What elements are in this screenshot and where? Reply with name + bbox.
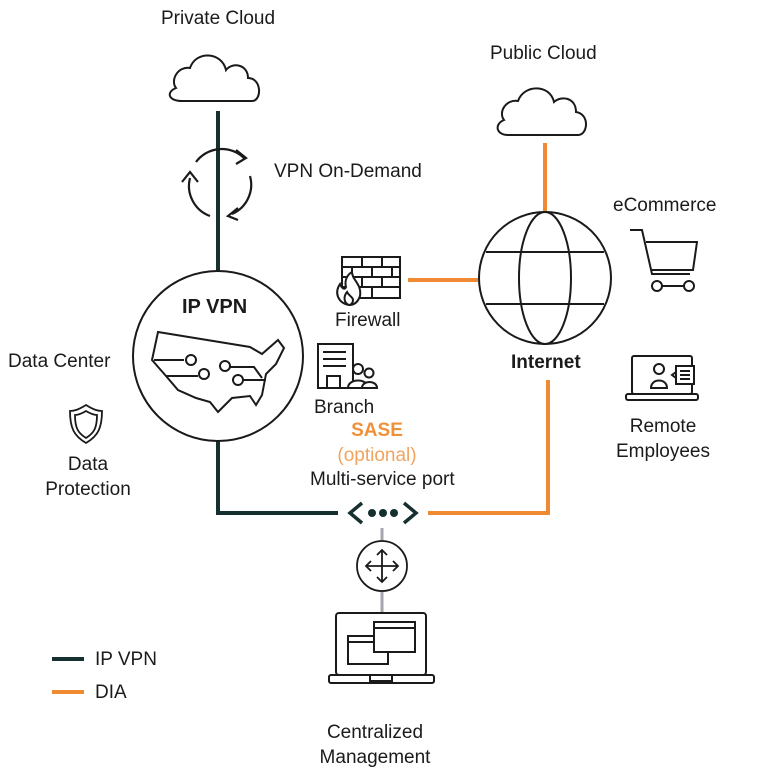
centralized-management-label-line2: Management (319, 747, 431, 768)
shopping-cart-icon (630, 229, 699, 292)
remote-employees-label-line2: Employees (616, 441, 710, 462)
ecommerce-label: eCommerce (613, 195, 717, 216)
globe-icon (478, 211, 612, 345)
vpn-on-demand-label: VPN On-Demand (274, 161, 422, 182)
data-protection-label-line1: Data (67, 454, 109, 475)
router-arrows-icon (356, 540, 408, 592)
ip-vpn-label: IP VPN (182, 296, 248, 318)
laptop-windows-icon (328, 612, 435, 684)
refresh-cycle-icon (181, 147, 253, 222)
branch-building-icon (317, 343, 379, 389)
connections (216, 111, 550, 612)
remote-employees-label-line1: Remote (629, 416, 697, 437)
sase-label: SASE (351, 420, 403, 441)
internet-label: Internet (511, 352, 581, 373)
shield-icon (69, 403, 103, 445)
firewall-label: Firewall (335, 310, 401, 331)
usa-map-network-icon (150, 330, 286, 414)
laptop-user-icon (625, 355, 699, 401)
public-cloud-icon (496, 87, 587, 136)
port-dots-icon (347, 501, 419, 525)
centralized-management-label-line1: Centralized (326, 722, 424, 743)
branch-label: Branch (314, 397, 375, 418)
private-cloud-label: Private Cloud (161, 8, 276, 29)
edge-ip-vpn-port (216, 440, 338, 515)
sase-optional-label: (optional) (337, 445, 417, 466)
edge-internet-port (428, 380, 550, 515)
data-center-label: Data Center (8, 351, 111, 372)
firewall-icon (336, 256, 401, 307)
public-cloud-label: Public Cloud (490, 43, 597, 64)
data-protection-label-line2: Protection (45, 479, 131, 500)
legend-label-ip-vpn: IP VPN (95, 649, 157, 670)
legend-label-dia: DIA (95, 682, 127, 703)
multi-service-port-label: Multi-service port (310, 469, 455, 490)
private-cloud-icon (168, 54, 260, 102)
